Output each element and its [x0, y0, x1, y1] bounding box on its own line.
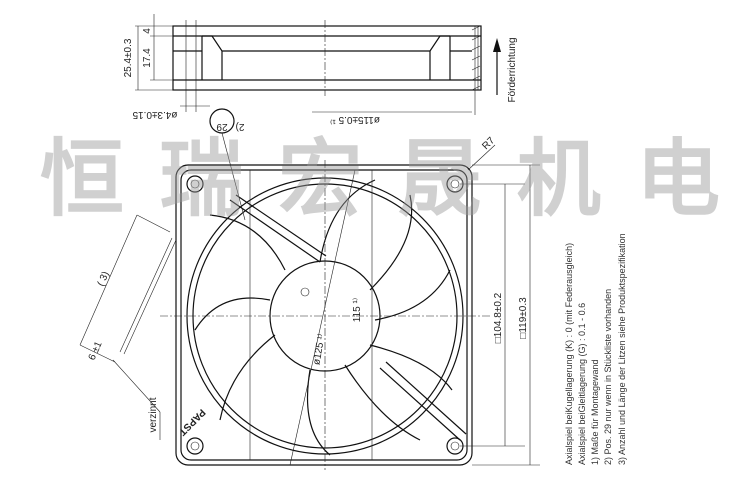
dim-125: ø125 ¹⁾ — [311, 333, 327, 366]
lead-label: verzinnt — [148, 397, 159, 432]
note-2: 1) Maße für Montagewand — [590, 359, 600, 465]
notes: Axialspiel beiKugellagerung (K) : 0 (mit… — [564, 233, 627, 465]
note-4: 3) Anzahl und Länge der Litzen siehe Pro… — [617, 233, 627, 465]
dim-outer: □119±0.3 — [518, 297, 529, 339]
dim-height: 25.4±0.3 — [123, 38, 134, 77]
dim-top: 4 — [142, 28, 153, 34]
dim-diameter: ø115±0.5 ¹⁾ — [330, 114, 380, 125]
radius-label: R7 — [480, 135, 497, 152]
dim-inner: 17.4 — [142, 48, 153, 68]
pos-note: 2) — [236, 121, 245, 132]
flow-direction-label: Förderrichtung — [507, 37, 518, 102]
note-0: Axialspiel beiKugellagerung (K) : 0 (mit… — [564, 243, 574, 465]
side-view — [135, 14, 501, 115]
note-3: 2) Pos. 29 nur wenn in Stückliste vorhan… — [603, 289, 613, 465]
dim-115: 115 ¹⁾ — [352, 298, 363, 323]
pos-number: 29 — [216, 121, 228, 132]
dim-hole: ø4.3±0.15 — [132, 109, 177, 120]
lead-length: ( 3) — [96, 270, 112, 288]
front-view — [79, 108, 540, 470]
lead-strip: 6 ±1 — [87, 339, 105, 362]
dim-hole-pitch: □104.8±0.2 — [493, 292, 504, 343]
note-1: Axialspiel beiGleitlagerung (G) : 0.1 - … — [577, 303, 587, 465]
